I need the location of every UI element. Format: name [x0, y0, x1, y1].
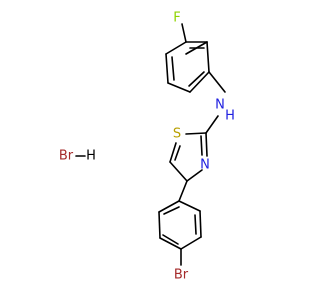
- bond: [171, 56, 175, 81]
- bond: [162, 234, 179, 245]
- bond: [165, 41, 187, 55]
- bond: [167, 82, 191, 93]
- thiazole-ring: [169, 132, 208, 182]
- salt-bromine-label: Br: [59, 149, 74, 164]
- bond: [186, 169, 203, 182]
- thiazole-sulfur-label: S: [173, 127, 181, 142]
- amine-nitrogen-label: N: [215, 98, 225, 113]
- bromophenyl-ring: [158, 200, 202, 266]
- amine-hydrogen-label: H: [225, 109, 235, 124]
- bond: [185, 132, 207, 135]
- bond: [159, 237, 182, 250]
- bond: [158, 200, 180, 213]
- bond: [169, 161, 188, 182]
- salt-hydrogen-label: H: [86, 149, 96, 164]
- bond: [188, 71, 205, 87]
- bond: [178, 200, 201, 212]
- bond: [208, 71, 226, 93]
- bond: [181, 23, 187, 43]
- bond: [174, 145, 181, 161]
- bond: [163, 206, 180, 215]
- bromine-label: Br: [174, 268, 189, 283]
- bond: [194, 214, 197, 235]
- bond: [158, 211, 161, 239]
- bond: [200, 135, 203, 156]
- fluorine-label: F: [173, 11, 180, 26]
- bond: [169, 142, 177, 163]
- bond: [206, 41, 210, 73]
- molecule-drawing: F N H S N Br Br H: [59, 11, 235, 283]
- bond: [165, 53, 169, 84]
- structure-canvas: F N H S N Br Br H: [59, 11, 235, 283]
- bond: [189, 71, 210, 93]
- fluorophenyl-ring: [165, 23, 210, 93]
- bond: [205, 115, 219, 134]
- bond: [180, 236, 202, 250]
- bond: [199, 210, 202, 238]
- thiazole-nitrogen-label: N: [200, 158, 210, 173]
- bond: [178, 180, 188, 202]
- bond: [205, 132, 208, 157]
